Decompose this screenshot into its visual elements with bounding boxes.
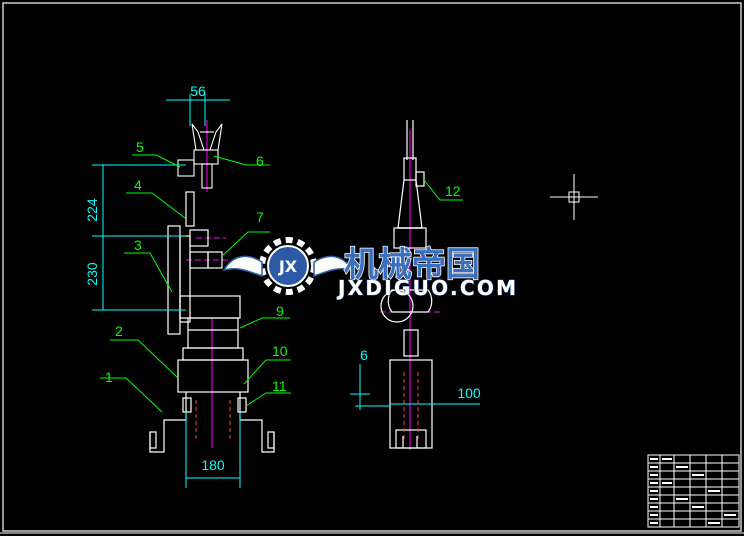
- front-part-numbers: 5 6 4 7 3 9 2 10 1 11: [105, 139, 288, 394]
- part-label-6: 6: [256, 153, 264, 169]
- part-label-12: 12: [445, 183, 461, 199]
- part-label-5: 5: [136, 139, 144, 155]
- gear-icon: JX: [259, 237, 317, 295]
- gripper: [177, 123, 223, 189]
- part-label-1: 1: [105, 369, 113, 385]
- cursor-crosshair: [550, 174, 598, 220]
- arm-blocks: [189, 229, 223, 269]
- pedestal: [177, 317, 249, 393]
- front-leaders: [100, 154, 291, 413]
- dim-upper-height: 224: [84, 198, 100, 222]
- dim-top-width: 56: [190, 83, 206, 99]
- dim-lower-height: 230: [84, 262, 100, 286]
- side-dimensions: [350, 364, 480, 410]
- part-label-2: 2: [115, 323, 123, 339]
- part-label-3: 3: [134, 237, 142, 253]
- dim-right-width: 100: [457, 385, 481, 401]
- watermark-badge: JX: [278, 257, 298, 276]
- dim-right-offset: 6: [360, 347, 368, 363]
- part-label-10: 10: [272, 343, 288, 359]
- side-leaders: [423, 179, 463, 201]
- front-dimensions: [92, 94, 241, 488]
- front-hidden-lines: [195, 400, 231, 440]
- front-centerlines: [186, 120, 230, 448]
- part-label-9: 9: [276, 303, 284, 319]
- part-label-4: 4: [134, 177, 142, 193]
- wings-icon: [222, 255, 354, 278]
- watermark: JX 机械帝国 JXDIGUO.COM: [222, 237, 517, 301]
- title-block-text-marks: [650, 458, 736, 524]
- part-label-11: 11: [272, 378, 287, 394]
- side-hidden-lines: [403, 372, 419, 440]
- watermark-chinese: 机械帝国: [344, 245, 480, 285]
- side-view: 6 100 12: [350, 120, 481, 450]
- dim-base-span: 180: [201, 457, 225, 473]
- part-label-7: 7: [256, 209, 264, 225]
- watermark-english: JXDIGUO.COM: [336, 276, 516, 300]
- front-view: 56 224 230 180 5 6 4 7 3 9 2 10 1 11: [84, 83, 291, 488]
- title-block: [647, 454, 740, 528]
